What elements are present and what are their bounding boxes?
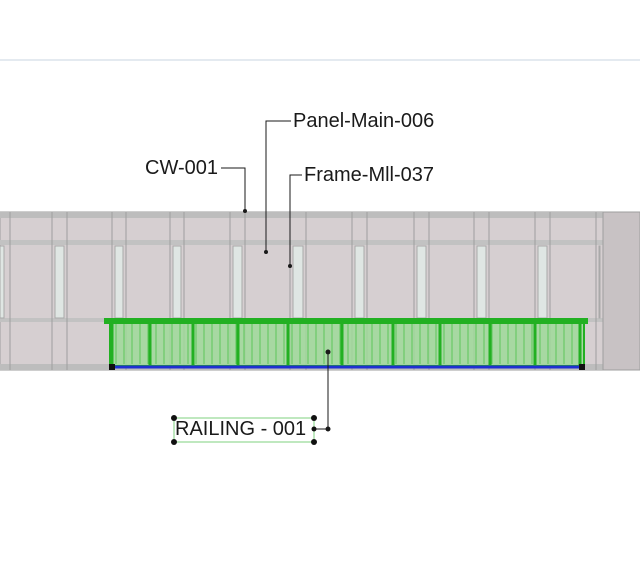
glass-panel	[537, 245, 548, 319]
railing-post	[148, 318, 152, 366]
railing-posts	[110, 318, 582, 366]
railing-tag-selection[interactable]	[171, 415, 317, 445]
glass-panel	[0, 245, 5, 319]
railing-tag-label[interactable]: RAILING - 001	[175, 418, 307, 440]
railing-post	[110, 318, 114, 366]
glass-panel	[416, 245, 427, 319]
railing-top-rail	[104, 318, 588, 324]
railing-post	[488, 318, 492, 366]
curtain-wall-top-frame	[0, 212, 640, 218]
glass-panel	[598, 245, 601, 319]
glass-panel	[292, 245, 304, 319]
railing-post	[236, 318, 240, 366]
curtain-wall-end-panel	[602, 211, 640, 371]
glass-panel	[476, 245, 487, 319]
railing-post	[391, 318, 395, 366]
panel-tag-label[interactable]: Panel-Main-006	[293, 110, 435, 132]
glass-panel	[54, 245, 65, 319]
railing-endpoint-grip[interactable]	[579, 364, 585, 370]
railing-infill[interactable]	[109, 321, 585, 367]
dot-marker-icon	[288, 264, 292, 268]
railing[interactable]	[104, 318, 588, 370]
curtain-wall-tag-label[interactable]: CW-001	[145, 157, 218, 179]
glass-panel	[114, 245, 124, 319]
frame-tag-label[interactable]: Frame-Mll-037	[304, 164, 435, 186]
railing-post	[533, 318, 537, 366]
railing-post	[438, 318, 442, 366]
square-grip-icon[interactable]	[311, 426, 317, 432]
cw-leader	[221, 167, 246, 211]
square-grip-icon[interactable]	[311, 415, 317, 421]
square-grip-icon[interactable]	[171, 439, 177, 445]
railing-post	[286, 318, 290, 366]
railing-post	[191, 318, 195, 366]
square-grip-icon[interactable]	[171, 415, 177, 421]
dot-marker-icon	[243, 209, 247, 213]
glass-panel	[354, 245, 365, 319]
leader-dots	[243, 209, 331, 432]
panel-leader	[265, 120, 291, 252]
railing-post	[340, 318, 344, 366]
railing-endpoint-grip[interactable]	[109, 364, 115, 370]
dot-marker-icon	[325, 426, 331, 432]
dot-marker-icon	[325, 349, 331, 355]
glass-panel	[232, 245, 243, 319]
square-grip-icon[interactable]	[311, 439, 317, 445]
railing-post	[578, 318, 582, 366]
frame-leader	[289, 174, 302, 266]
curtain-wall-transom	[0, 240, 640, 245]
dot-marker-icon	[264, 250, 268, 254]
glass-panel	[172, 245, 182, 319]
